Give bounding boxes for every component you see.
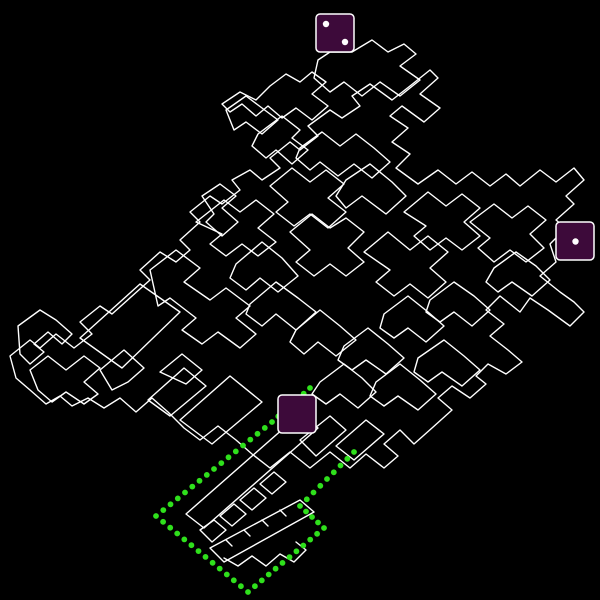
path-dot: [182, 490, 188, 496]
path-dot: [269, 419, 275, 425]
path-dot: [233, 449, 239, 455]
path-dot: [181, 537, 187, 543]
path-dot: [224, 572, 230, 578]
die-right[interactable]: [556, 222, 594, 260]
die-center[interactable]: [278, 395, 316, 433]
path-dot: [168, 501, 174, 507]
path-dot: [167, 525, 173, 531]
path-dot: [203, 554, 209, 560]
path-dot: [238, 583, 244, 589]
path-dot: [314, 531, 320, 537]
path-dot: [344, 456, 350, 462]
path-dot: [231, 577, 237, 583]
path-dot: [160, 519, 166, 525]
path-dot: [351, 449, 357, 455]
path-dot: [307, 537, 313, 543]
path-dot: [311, 490, 317, 496]
path-dot: [211, 466, 217, 472]
path-dot: [255, 431, 261, 437]
path-dot: [304, 496, 310, 502]
path-dot: [189, 542, 195, 548]
path-dot: [174, 531, 180, 537]
die-top-pip: [323, 21, 329, 27]
path-dot: [204, 472, 210, 478]
die-top[interactable]: [316, 14, 354, 52]
path-dot: [300, 543, 306, 549]
path-dot: [287, 554, 293, 560]
path-dot: [309, 514, 315, 520]
path-dot: [240, 443, 246, 449]
die-right-pip: [572, 238, 578, 244]
path-dot: [307, 385, 313, 391]
path-dot: [252, 583, 258, 589]
path-dot: [338, 463, 344, 469]
path-dot: [262, 425, 268, 431]
path-dot: [297, 503, 303, 509]
path-dot: [160, 507, 166, 513]
die-top-body: [316, 14, 354, 52]
path-dot: [324, 476, 330, 482]
path-dot: [210, 560, 216, 566]
die-center-body: [278, 395, 316, 433]
path-dot: [280, 560, 286, 566]
path-dot: [218, 460, 224, 466]
path-dot: [197, 478, 203, 484]
path-dot: [273, 566, 279, 572]
path-dot: [266, 572, 272, 578]
path-dot: [294, 548, 300, 554]
path-dot: [321, 525, 327, 531]
path-dot: [317, 483, 323, 489]
path-dot: [189, 484, 195, 490]
maze-walls: [10, 40, 584, 566]
path-dot: [303, 509, 309, 515]
path-dot: [259, 578, 265, 584]
path-dot: [245, 589, 251, 595]
path-dot: [331, 469, 337, 475]
path-dot: [217, 566, 223, 572]
path-dot: [315, 520, 321, 526]
path-dot: [226, 454, 232, 460]
path-dot: [247, 437, 253, 443]
path-dot: [175, 496, 181, 502]
path-dot: [153, 513, 159, 519]
path-dot: [196, 548, 202, 554]
die-top-pip: [342, 39, 348, 45]
